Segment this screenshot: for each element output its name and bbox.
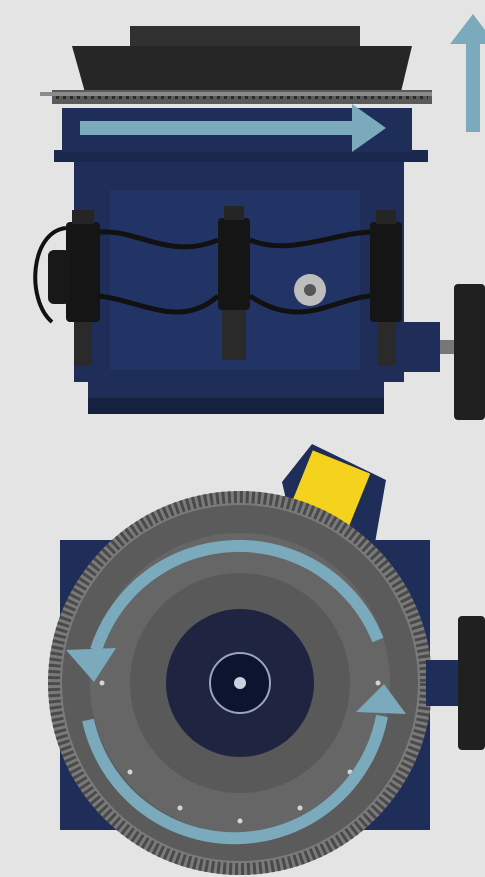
cone-crusher-top-view-icon: [48, 444, 485, 875]
base-plate: [88, 398, 384, 414]
rotation-arrow-upper: [90, 539, 384, 652]
right-arrow-icon: [80, 104, 386, 152]
cable-left: [33, 226, 67, 324]
gear-housing-hub: [304, 284, 316, 296]
drive-motor: [454, 284, 485, 420]
drive-coupling: [400, 322, 440, 372]
rotation-arrow-lower: [82, 714, 388, 845]
center-point: [234, 677, 246, 689]
head-top: [130, 26, 360, 48]
hose-lower-right: [248, 293, 371, 315]
upper-frame: [54, 150, 428, 162]
rotation-arrowhead-right: [356, 684, 406, 714]
top-drive-motor: [458, 616, 485, 750]
head-bowl: [72, 46, 412, 96]
hose-lower-left: [97, 293, 220, 315]
drive-shaft: [440, 340, 456, 354]
hose-left: [99, 229, 219, 250]
cylinder-center: [218, 206, 250, 360]
top-drive-coupling: [426, 660, 460, 706]
cylinder-left: [66, 210, 100, 366]
hose-right: [249, 229, 371, 249]
cone-crusher-side-view-icon: [33, 26, 485, 420]
hydraulic-motor: [48, 250, 70, 304]
cylinder-right: [370, 210, 402, 366]
head-rim: [40, 92, 432, 96]
rotation-arrows-icon: [82, 539, 388, 845]
up-arrow-icon: [450, 14, 485, 132]
rotation-arrowhead-left: [66, 648, 116, 682]
